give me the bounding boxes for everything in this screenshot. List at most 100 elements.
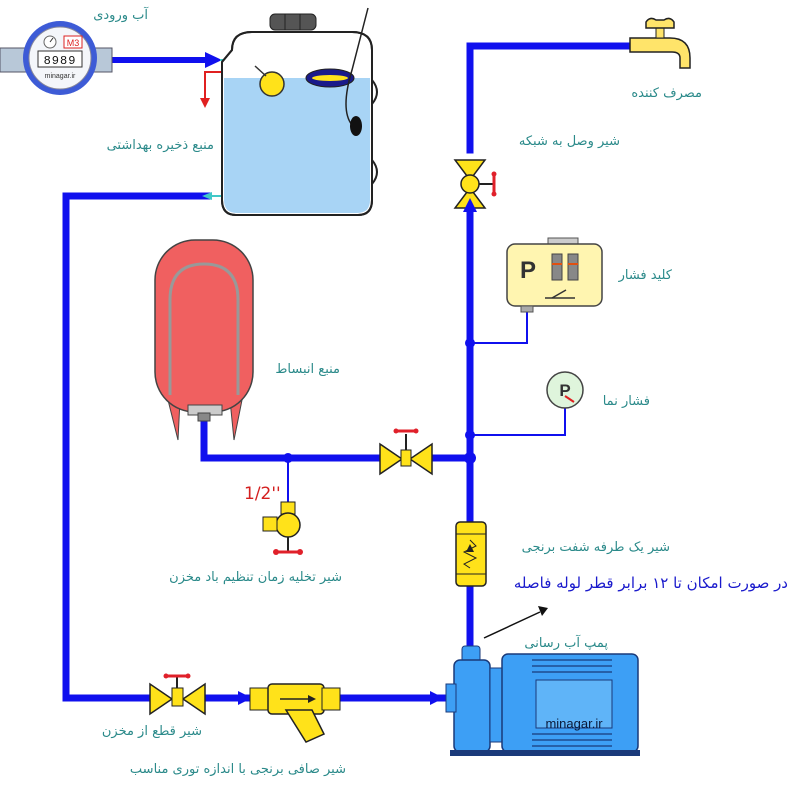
label-check-valve: شیر یک طرفه شفت برنجی [521, 540, 670, 555]
drain-handle-knob [273, 549, 279, 555]
pipe-expansion-branch [200, 416, 384, 462]
check-valve-icon [455, 521, 487, 587]
pump-base [450, 750, 640, 756]
mid-valve-icon [379, 428, 433, 476]
inlet-pipe [110, 52, 222, 68]
valve-handle-knob [163, 673, 169, 679]
strainer-icon [249, 683, 341, 743]
strainer-arrow-head [308, 695, 316, 703]
pump-coupling [489, 667, 503, 743]
drain-body-top [280, 501, 296, 515]
pump-volute [453, 659, 491, 753]
valve-bonnet [400, 449, 412, 467]
valve-body [408, 442, 433, 476]
float-weight [350, 116, 362, 136]
label-network-valve: شیر وصل به شبکه [518, 134, 620, 149]
meter-unit-box [63, 35, 83, 49]
flow-arrow [238, 691, 252, 705]
gauge-face [546, 371, 584, 409]
pump-brand: minagar.ir [545, 716, 603, 731]
valve-handle-knob [491, 171, 497, 177]
junctions [283, 338, 476, 464]
meter-unit: M3 [67, 38, 80, 48]
pressure-switch-icon: P [506, 237, 603, 313]
label-pressure-gauge: فشار نما [602, 394, 650, 409]
drain-outlet [262, 516, 278, 532]
float-switch-band [312, 75, 348, 81]
meter-display [37, 50, 83, 68]
drain-handle-knob [297, 549, 303, 555]
tank-outline [221, 31, 373, 216]
junction-dot [465, 430, 475, 440]
switch-letter: P [520, 257, 536, 284]
junction-dot [464, 452, 476, 464]
pump-icon: minagar.ir [445, 645, 640, 756]
pipe-to-consumer [466, 42, 634, 154]
thin-lines [287, 310, 566, 505]
label-pipe-size: 1/2'' [244, 484, 281, 504]
tank-cap [269, 13, 317, 31]
check-arrow [466, 544, 474, 552]
float-arm [254, 65, 267, 77]
expansion-tank [154, 239, 254, 441]
label-water-inlet: آب ورودی [93, 8, 148, 23]
valve-body [453, 159, 487, 182]
tank-handle [371, 159, 378, 185]
gauge-line [470, 408, 566, 436]
pressure-gauge-icon: P [546, 371, 584, 409]
switch-spring [551, 253, 563, 281]
meter-dial-needle [49, 37, 54, 43]
label-pump: پمپ آب رسانی [524, 636, 608, 651]
valve-handle-knob [413, 428, 419, 434]
tank-handle [371, 79, 378, 105]
switch-port [520, 305, 534, 313]
pump-inlet [445, 683, 457, 713]
valve-body [181, 682, 206, 716]
label-tank-shutoff-valve: شیر قطع از مخزن [101, 724, 202, 739]
gauge-needle [564, 395, 575, 403]
label-pressure-switch: کلید فشار [618, 268, 672, 283]
distance-arrow [483, 606, 548, 639]
label-storage-tank: منبع ذخیره بهداشتی [106, 138, 214, 153]
check-spring [462, 539, 478, 569]
flow-arrow [430, 691, 444, 705]
switch-contact [551, 289, 567, 299]
tank-water [224, 78, 370, 213]
gauge-letter: P [559, 381, 570, 400]
junction-dot [283, 453, 293, 463]
switch-spring [567, 253, 579, 281]
strainer-end [249, 687, 269, 711]
valve-handle-knob [185, 673, 191, 679]
valve-handle-knob [491, 191, 497, 197]
drain-body [275, 512, 301, 538]
distance-arrow-head [538, 606, 548, 616]
storage-tank [221, 7, 378, 216]
pipes [62, 42, 634, 702]
overflow-arrow-head [200, 98, 210, 108]
pump-nameplate [535, 679, 613, 729]
drain-valve-icon [262, 501, 303, 555]
faucet-handle [645, 17, 675, 29]
faucet-body [629, 37, 691, 69]
strainer-basket [284, 709, 326, 743]
valve-bonnet [171, 687, 184, 707]
shutoff-valve-icon [149, 673, 206, 716]
valve-body [379, 442, 404, 476]
valve-core [460, 174, 480, 194]
pipe-tank-to-shutoff [62, 192, 212, 702]
label-strainer: شیر صافی برنجی با اندازه توری مناسب [129, 762, 346, 777]
inlet-arrow [205, 52, 222, 68]
faucet-icon [629, 17, 691, 69]
valve-handle-knob [393, 428, 399, 434]
junction-dot [465, 338, 475, 348]
network-valve-icon [453, 159, 497, 209]
distance-arrow-line [483, 611, 541, 639]
tank-membrane [168, 262, 240, 395]
meter-brand: minagar.ir [45, 73, 76, 80]
cyan-arrow-head [202, 192, 212, 200]
water-meter: M3 8989 minagar.ir [0, 21, 113, 95]
tank-nipple [197, 412, 211, 422]
motor-fins [532, 659, 612, 747]
